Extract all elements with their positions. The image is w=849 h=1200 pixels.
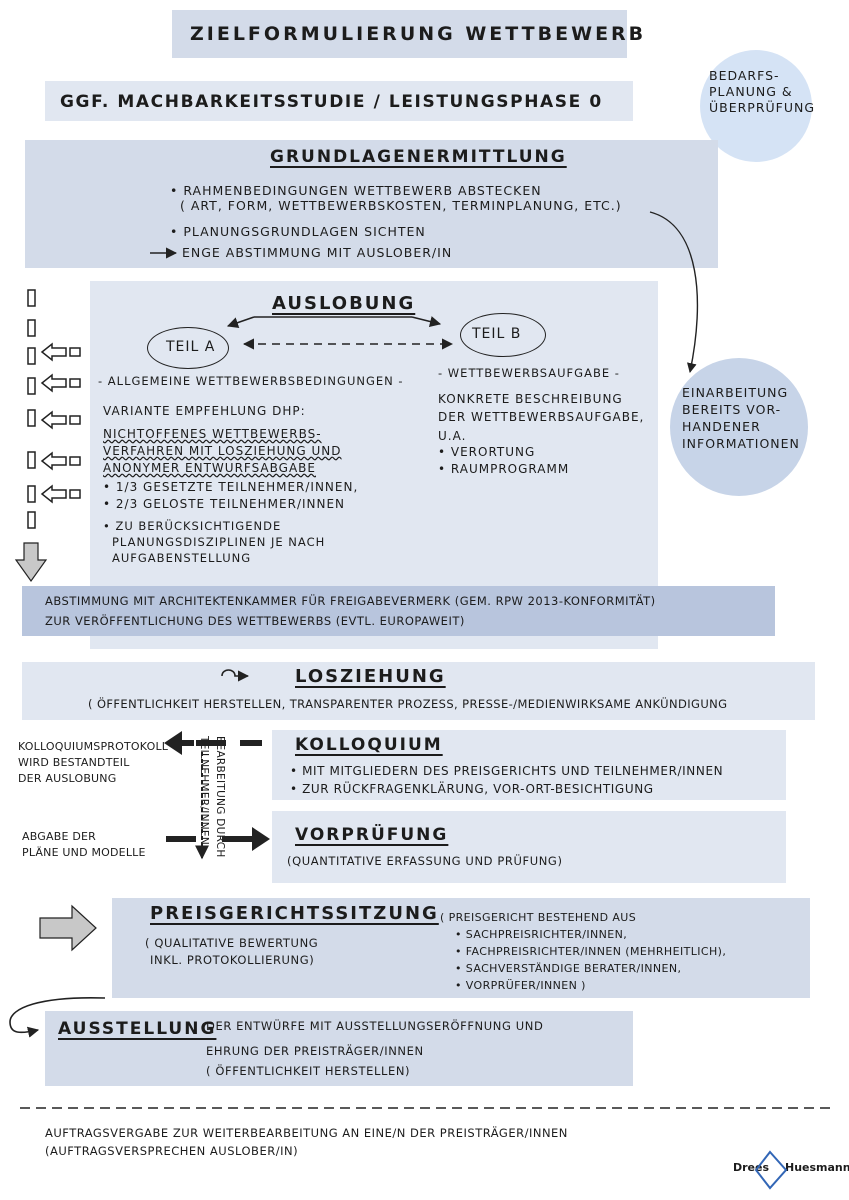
grundlagen-line-3: • PLANUNGSGRUNDLAGEN SICHTEN xyxy=(170,224,426,239)
protokoll-line-3: DER AUSLOBUNG xyxy=(18,772,117,785)
protokoll-line-1: KOLLOQUIUMSPROTOKOLL xyxy=(18,740,169,753)
bedarf-line-3: ÜBERPRÜFUNG xyxy=(709,100,816,115)
ausstellung-line-2: EHRUNG DER PREISTRÄGER/INNEN xyxy=(206,1044,424,1058)
a-line-3: ANONYMER ENTWURFSABGABE xyxy=(103,461,316,475)
bedarf-line-2: PLANUNG & xyxy=(709,84,793,99)
a-line-5: • 2/3 GELOSTE TEILNEHMER/INNEN xyxy=(103,497,346,511)
teil-b-circle xyxy=(460,313,546,357)
ausstellung-line-1: DER ENTWÜRFE MIT AUSSTELLUNGSERÖFFNUNG U… xyxy=(206,1019,544,1033)
losziehung-box xyxy=(22,662,815,720)
logo-mark-icon xyxy=(754,1150,788,1190)
ausstellung-arrow-icon xyxy=(9,996,106,1038)
einarbeitung-line-1: EINARBEITUNG xyxy=(682,385,789,400)
einarbeitung-curve-arrow-icon xyxy=(649,211,699,373)
preisgericht-r-4: • VORPRÜFER/INNEN ) xyxy=(455,979,586,992)
losziehung-heading: LOSZIEHUNG xyxy=(295,666,446,687)
protokoll-line-2: WIRD BESTANDTEIL xyxy=(18,756,130,769)
feedback-arrows-icon xyxy=(27,289,81,529)
preisgericht-sub-1: ( QUALITATIVE BEWERTUNG xyxy=(145,936,319,950)
ausstellung-line-3: ( ÖFFENTLICHKEIT HERSTELLEN) xyxy=(206,1064,411,1078)
teil-a-circle xyxy=(147,327,229,369)
preisgericht-r-0: ( PREISGERICHT BESTEHEND AUS xyxy=(440,911,637,924)
vorpruefung-heading: VORPRÜFUNG xyxy=(295,825,449,845)
abgabe-line-2: PLÄNE UND MODELLE xyxy=(22,846,146,859)
grundlagen-line-4: ENGE ABSTIMMUNG MIT AUSLOBER/IN xyxy=(182,245,453,260)
abstimmung-box xyxy=(22,586,775,636)
abstimmung-line-2: ZUR VERÖFFENTLICHUNG DES WETTBEWERBS (EV… xyxy=(45,614,465,628)
kolloquium-box xyxy=(272,730,786,800)
abgabe-line-1: ABGABE DER xyxy=(22,830,96,843)
losziehung-arrow-icon xyxy=(221,669,250,682)
down-arrow-icon xyxy=(14,542,48,583)
grundlagen-line-1: • RAHMENBEDINGUNGEN WETTBEWERB ABSTECKEN xyxy=(170,183,542,198)
footer-line-2: (AUFTRAGSVERSPRECHEN AUSLOBER/IN) xyxy=(45,1144,299,1158)
einarbeitung-circle xyxy=(670,358,808,496)
preisgericht-sub-2: INKL. PROTOKOLLIERUNG) xyxy=(150,953,315,967)
kolloquium-line-1: • MIT MITGLIEDERN DES PREISGERICHTS UND … xyxy=(290,764,724,778)
page-title: ZIELFORMULIERUNG WETTBEWERB xyxy=(190,23,647,45)
a-line-8: AUFGABENSTELLUNG xyxy=(112,551,252,565)
a-line-1: NICHTOFFENES WETTBEWERBS- xyxy=(103,427,322,441)
grundlagen-box xyxy=(25,140,718,268)
auslobung-heading: AUSLOBUNG xyxy=(272,293,416,314)
teil-a-label: TEIL A xyxy=(166,339,216,355)
ausstellung-box xyxy=(45,1011,633,1086)
title-box xyxy=(172,10,627,58)
kolloquium-arrows-icon xyxy=(164,731,270,860)
vorpruefung-line-1: (QUANTITATIVE ERFASSUNG UND PRÜFUNG) xyxy=(287,854,563,868)
b-line-0: KONKRETE BESCHREIBUNG xyxy=(438,392,623,406)
losziehung-line-1: ( ÖFFENTLICHKEIT HERSTELLEN, TRANSPARENT… xyxy=(88,697,728,711)
preisgericht-box xyxy=(112,898,810,998)
teil-b-label: TEIL B xyxy=(472,326,522,342)
a-line-4: • 1/3 GESETZTE TEILNEHMER/INNEN, xyxy=(103,480,359,494)
b-line-2: U.A. xyxy=(438,429,467,443)
einarbeitung-line-2: BEREITS VOR- xyxy=(682,402,782,417)
einarbeitung-line-4: INFORMATIONEN xyxy=(682,436,800,451)
preisgericht-arrow-icon xyxy=(39,904,97,952)
preisgericht-heading: PREISGERICHTSSITZUNG xyxy=(150,903,439,924)
auslobung-arrows-icon xyxy=(226,316,454,350)
grundlagen-line-2: ( ART, FORM, WETTBEWERBSKOSTEN, TERMINPL… xyxy=(180,198,622,213)
ausstellung-heading: AUSSTELLUNG xyxy=(58,1019,217,1039)
preisgericht-r-3: • SACHVERSTÄNDIGE BERATER/INNEN, xyxy=(455,962,682,975)
bedarfsplanung-circle xyxy=(700,50,812,162)
bedarf-line-1: BEDARFS- xyxy=(709,68,780,83)
vorpruefung-box xyxy=(272,811,786,883)
footer-line-1: AUFTRAGSVERGABE ZUR WEITERBEARBEITUNG AN… xyxy=(45,1126,568,1140)
einarbeitung-line-3: HANDENER xyxy=(682,419,761,434)
teil-a-subtitle: - ALLGEMEINE WETTBEWERBSBEDINGUNGEN - xyxy=(98,374,404,388)
a-line-6: • ZU BERÜCKSICHTIGENDE xyxy=(103,519,282,533)
logo-text-right: Huesmann xyxy=(785,1161,849,1174)
subtitle-box xyxy=(45,81,633,121)
a-line-0: VARIANTE EMPFEHLUNG DHP: xyxy=(103,404,306,418)
grundlagen-heading: GRUNDLAGENERMITTLUNG xyxy=(270,147,567,167)
teil-b-subtitle: - WETTBEWERBSAUFGABE - xyxy=(438,366,620,380)
preisgericht-r-2: • FACHPREISRICHTER/INNEN (MEHRHEITLICH), xyxy=(455,945,727,958)
a-line-7: PLANUNGSDISZIPLINEN JE NACH xyxy=(112,535,326,549)
b-line-3: • VERORTUNG xyxy=(438,445,536,459)
a-line-2: VERFAHREN MIT LOSZIEHUNG UND xyxy=(103,444,342,458)
abstimmung-line-1: ABSTIMMUNG MIT ARCHITEKTENKAMMER FÜR FRE… xyxy=(45,594,656,608)
kolloquium-heading: KOLLOQUIUM xyxy=(295,735,443,755)
b-line-4: • RAUMPROGRAMM xyxy=(438,462,570,476)
preisgericht-r-1: • SACHPREISRICHTER/INNEN, xyxy=(455,928,628,941)
page-subtitle: GGF. MACHBARKEITSSTUDIE / LEISTUNGSPHASE… xyxy=(60,92,603,112)
kolloquium-line-2: • ZUR RÜCKFRAGENKLÄRUNG, VOR-ORT-BESICHT… xyxy=(290,782,654,796)
b-line-1: DER WETTBEWERBSAUFGABE, xyxy=(438,410,645,424)
